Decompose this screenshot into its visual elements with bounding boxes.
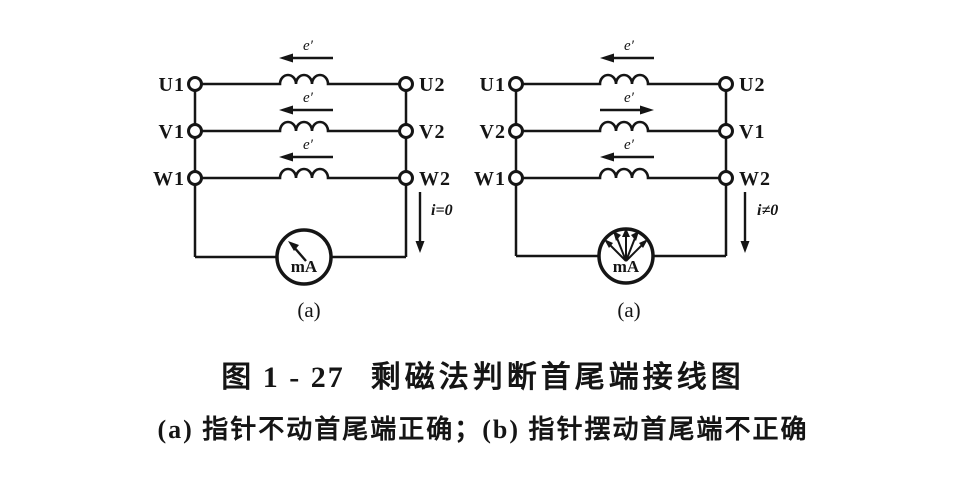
- emf-arrow-w: [279, 152, 333, 162]
- emf-label: e′: [303, 137, 314, 153]
- terminal-node: [398, 123, 414, 139]
- figure-title: 剩磁法判断首尾端接线图: [370, 361, 745, 394]
- current-label: i=0: [431, 202, 453, 219]
- figure-subcaption: (a) 指针不动首尾端正确；(b) 指针摆动首尾端不正确: [157, 415, 809, 444]
- terminal-node: [718, 170, 734, 186]
- terminal-label: V2: [480, 121, 506, 143]
- emf-arrow-u: [279, 53, 333, 63]
- emf-label: e′: [624, 90, 635, 106]
- terminal-node: [508, 123, 524, 139]
- current-arrow: [740, 192, 750, 253]
- current-label: i≠0: [757, 202, 778, 219]
- winding-w: [195, 167, 406, 180]
- terminal-label: W2: [419, 168, 451, 190]
- emf-label: e′: [303, 38, 314, 54]
- terminal-node: [187, 170, 203, 186]
- terminal-label: V1: [159, 121, 185, 143]
- ammeter-label: mA: [613, 257, 640, 276]
- winding-w: [516, 167, 726, 180]
- circuit-diagram-b: e′ e′ e′ U1 V2 W1 U2 V1 W2 i≠0: [474, 38, 778, 322]
- winding-v: [516, 120, 726, 133]
- figure-number: 图 1 - 27: [221, 361, 345, 394]
- ammeter-label: mA: [291, 257, 318, 276]
- terminal-node: [718, 76, 734, 92]
- terminal-node: [508, 170, 524, 186]
- emf-arrow-u: [600, 53, 654, 63]
- terminal-label: V1: [739, 121, 765, 143]
- terminal-node: [187, 76, 203, 92]
- winding-v: [195, 120, 406, 133]
- current-arrow: [415, 192, 425, 253]
- emf-arrow-v: [279, 105, 333, 115]
- terminal-label: V2: [419, 121, 445, 143]
- terminal-label: W1: [153, 168, 185, 190]
- winding-u: [195, 73, 406, 86]
- diagram-sub-label: (a): [617, 298, 640, 322]
- winding-u: [516, 73, 726, 86]
- emf-arrow-w: [600, 152, 654, 162]
- terminal-node: [187, 123, 203, 139]
- terminal-label: U1: [480, 74, 506, 96]
- terminal-label: W1: [474, 168, 506, 190]
- terminal-node: [398, 76, 414, 92]
- diagram-sub-label: (a): [297, 298, 320, 322]
- emf-label: e′: [624, 137, 635, 153]
- terminal-node: [718, 123, 734, 139]
- emf-label: e′: [624, 38, 635, 54]
- terminal-label: W2: [739, 168, 771, 190]
- terminal-node: [398, 170, 414, 186]
- terminal-label: U1: [159, 74, 185, 96]
- figure-caption: 图 1 - 27 剩磁法判断首尾端接线图: [0, 352, 966, 396]
- terminal-label: U2: [419, 74, 445, 96]
- ammeter: mA: [275, 228, 333, 286]
- emf-arrow-v: [600, 105, 654, 115]
- meter-needle-swing: [604, 228, 648, 262]
- terminal-node: [508, 76, 524, 92]
- terminal-label: U2: [739, 74, 765, 96]
- meter-needle: [288, 241, 307, 262]
- ammeter: mA: [597, 227, 655, 285]
- emf-label: e′: [303, 90, 314, 106]
- circuit-diagram-a: e′ e′ e′ U1 V1 W1 U2 V2 W2 i=0 mA: [153, 38, 453, 322]
